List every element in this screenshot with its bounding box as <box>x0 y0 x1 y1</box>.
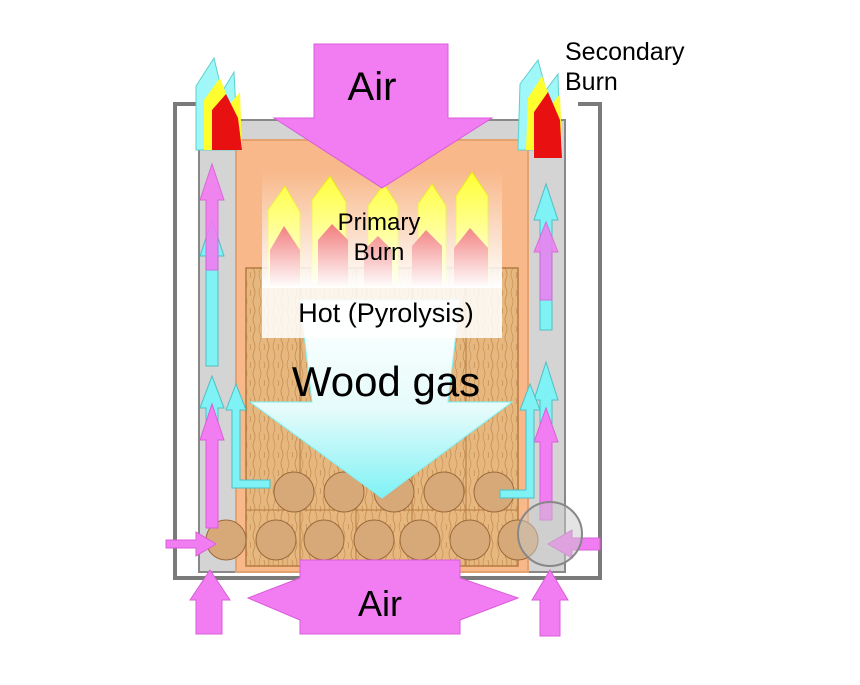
air-inlet-arrow-top <box>272 43 494 189</box>
log-end <box>255 519 297 561</box>
air-top-label: Air <box>348 65 397 109</box>
air-side-inlet-arrow <box>165 531 217 557</box>
log-row-upper <box>273 471 515 513</box>
log-end <box>449 519 491 561</box>
pyrolysis-label: Hot (Pyrolysis) <box>298 298 474 328</box>
primary-burn-flames <box>262 170 502 288</box>
log-end <box>353 519 395 561</box>
log-end <box>273 471 315 513</box>
log-end <box>423 471 465 513</box>
secondary-burn-flame-right <box>517 58 562 158</box>
air-inlet-arrow-bottom <box>246 559 520 635</box>
secondary-burn-label-line1: Secondary <box>565 38 685 66</box>
air-up-arrow <box>199 402 225 529</box>
air-up-arrow <box>199 162 225 271</box>
secondary-burn-label-line2: Burn <box>565 68 618 96</box>
air-up-arrow <box>533 220 559 301</box>
air-bottom-inlet-arrow <box>531 569 569 637</box>
gas-outlet-arrow <box>225 382 271 489</box>
right-inlet-circle <box>517 501 583 567</box>
left-channel-flow <box>165 162 271 635</box>
pyrolysis-zone <box>262 288 502 338</box>
primary-burn-label-line2: Burn <box>354 239 405 266</box>
right-channel-flow <box>499 182 601 637</box>
log-end <box>323 471 365 513</box>
air-bottom-inlet-arrow <box>189 569 231 635</box>
secondary-burn-flame-left <box>195 56 242 151</box>
gas-outlet-arrow <box>499 382 541 499</box>
wood-gas-label: Wood gas <box>292 358 480 405</box>
log-end <box>303 519 345 561</box>
air-bottom-label: Air <box>358 583 402 624</box>
log-end <box>399 519 441 561</box>
primary-burn-fade <box>262 170 502 288</box>
primary-burn-label-line1: Primary <box>338 209 421 236</box>
